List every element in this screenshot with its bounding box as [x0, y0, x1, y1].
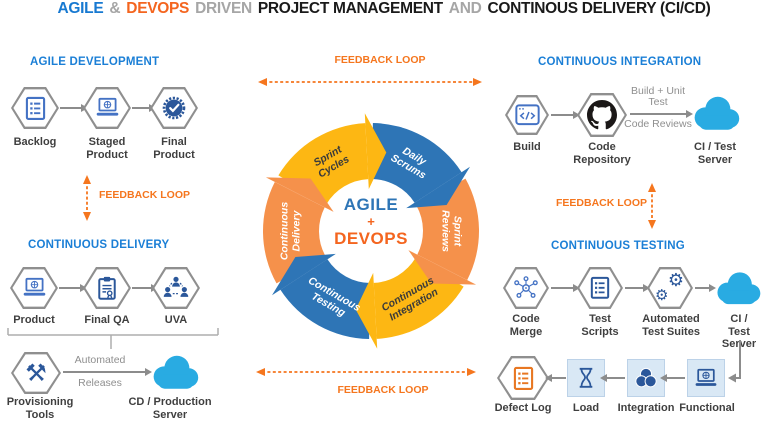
feedback-arrow-right [648, 183, 656, 229]
label-staged-product: Staged Product [86, 136, 128, 161]
group-bracket [7, 328, 219, 349]
hammers-icon: ⚒ [25, 359, 47, 387]
venn-circles-icon [634, 367, 658, 389]
label-backlog: Backlog [13, 136, 57, 148]
arrow-integration-load [600, 373, 625, 382]
label-ci-test-server: CI / Test Server [694, 141, 736, 166]
arrow-repo-ciserver [630, 109, 693, 118]
label-final-qa: Final QA [84, 314, 130, 326]
feedback-loop-left-label: FEEDBACK LOOP [99, 189, 191, 201]
cycle-hub: AGILE + DEVOPS [249, 195, 493, 249]
merge-network-icon [513, 275, 539, 301]
label-cd-production-server: CD / Production Server [128, 396, 212, 421]
node-test-scripts [577, 267, 623, 309]
heading-continuous-testing: CONTINUOUS TESTING [551, 240, 685, 252]
arrow-load-defect [545, 373, 566, 382]
hub-devops: DEVOPS [334, 229, 408, 248]
feedback-loop-right-label: FEEDBACK LOOP [556, 197, 648, 209]
page-title: AGILE&DEVOPS DRIVEN PROJECT MANAGEMENT AND C… [0, 0, 768, 18]
label-provisioning-tools: Provisioning Tools [6, 396, 74, 421]
label-load: Load [572, 402, 600, 414]
cycle-ring [262, 113, 480, 349]
node-staged-product [83, 87, 131, 129]
feedback-arrow-bottom [256, 368, 476, 376]
github-icon [587, 100, 617, 130]
heading-continuous-delivery: CONTINUOUS DELIVERY [28, 239, 170, 251]
feedback-arrow-left [83, 175, 91, 221]
cloud-icon [713, 271, 763, 305]
node-provisioning-tools: ⚒ [11, 352, 61, 394]
test-scripts-icon [590, 276, 610, 300]
label-integration: Integration [617, 402, 675, 414]
title-and: AND [448, 0, 482, 17]
laptop-icon [21, 277, 48, 299]
label-functional: Functional [679, 402, 735, 414]
title-devops: DEVOPS [126, 0, 190, 17]
code-icon [514, 104, 540, 126]
title-agile: AGILE [57, 0, 104, 17]
node-backlog [11, 87, 59, 129]
arrow-functional-integration [660, 373, 685, 382]
title-delivery: CONTINOUS DELIVERY (CI/CD) [487, 0, 711, 17]
node-automated-test-suites: ⚙⚙ [647, 267, 693, 309]
node-defect-log [497, 356, 549, 400]
label-build-unit-test: Build + Unit Test [631, 85, 685, 108]
node-code-repository [577, 93, 627, 137]
label-product: Product [13, 314, 55, 326]
label-defect-log: Defect Log [494, 402, 552, 414]
title-project: PROJECT MANAGEMENT [257, 0, 443, 17]
backlog-icon [25, 96, 46, 121]
feedback-loop-top-label: FEEDBACK LOOP [334, 54, 426, 66]
label-code-repository: Code Repository [573, 141, 631, 166]
node-final-qa [83, 267, 131, 309]
arrow-merge-scripts [551, 283, 580, 292]
label-code-reviews: Code Reviews [624, 118, 692, 130]
heading-agile-development: AGILE DEVELOPMENT [30, 56, 160, 68]
hourglass-icon [577, 367, 595, 389]
heading-continuous-integration: CONTINUOUS INTEGRATION [538, 56, 702, 68]
arrow-staged-final [132, 103, 156, 112]
feedback-arrow-top [258, 78, 482, 86]
hub-agile: AGILE [343, 195, 399, 214]
arrow-scripts-suites [625, 283, 650, 292]
label-test-scripts: Test Scripts [581, 313, 619, 338]
feedback-loop-bottom-label: FEEDBACK LOOP [337, 384, 429, 396]
label-uva: UVA [164, 314, 188, 326]
node-uva [152, 267, 200, 309]
connector-server-functional [728, 340, 741, 383]
title-amp: & [109, 0, 121, 17]
defect-log-icon [513, 366, 534, 391]
node-code-merge [503, 267, 549, 309]
arrow-finalqa-uva [132, 283, 158, 292]
cloud-icon [690, 95, 742, 131]
arrow-build-repo [551, 110, 580, 119]
hub-plus: + [367, 214, 375, 229]
gears-icon: ⚙⚙ [655, 270, 684, 304]
node-build [505, 95, 549, 135]
people-network-icon [163, 276, 189, 299]
seal-check-icon [161, 95, 187, 121]
arrow-backlog-staged [60, 103, 88, 112]
arrow-product-finalqa [59, 283, 87, 292]
label-code-merge: Code Merge [509, 313, 543, 338]
node-product [10, 267, 58, 309]
clipboard-icon [97, 276, 117, 301]
node-load [567, 359, 605, 397]
label-releases: Releases [78, 377, 122, 389]
node-integration [627, 359, 665, 397]
arrow-provisioning-cloud [63, 367, 152, 376]
node-final-product [150, 87, 198, 129]
cloud-icon [149, 354, 201, 390]
arrow-suites-server [695, 283, 716, 292]
laptop-icon [693, 368, 719, 389]
label-automated: Automated [74, 354, 126, 366]
label-build: Build [513, 141, 541, 153]
label-final-product: Final Product [153, 136, 195, 161]
laptop-icon [94, 97, 121, 119]
title-driven: DRIVEN [195, 0, 252, 17]
node-functional [687, 359, 725, 397]
label-automated-test-suites: Automated Test Suites [642, 313, 700, 338]
